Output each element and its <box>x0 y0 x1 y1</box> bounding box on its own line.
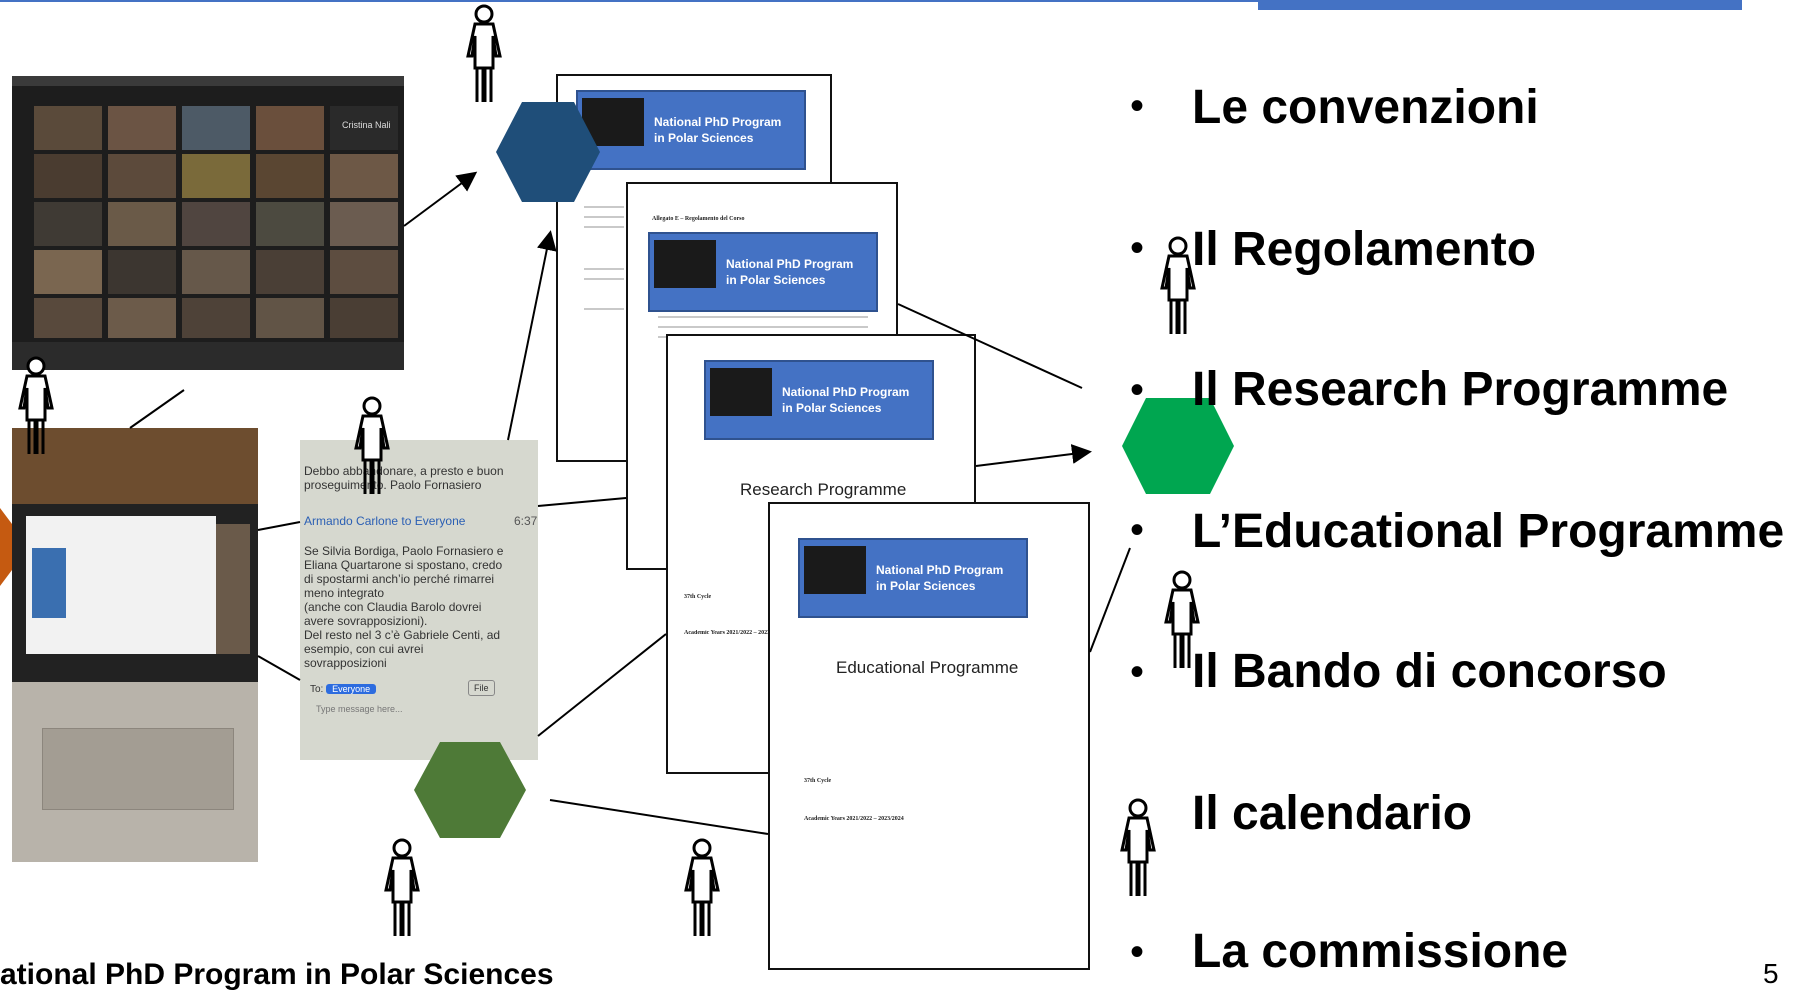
chat-file-button[interactable]: File <box>468 680 495 696</box>
doc4-banner-line2: in Polar Sciences <box>876 579 976 593</box>
doc2-banner-line1: National PhD Program <box>726 257 854 271</box>
chat-message-input[interactable]: Type message here... <box>316 704 403 714</box>
bullet-dot-5: • <box>1130 650 1145 694</box>
bullet-convenzioni: Le convenzioni <box>1192 81 1539 134</box>
doc4-cycle: 37th Cycle <box>804 778 832 784</box>
zoom-name-tile: Cristina Nali <box>342 120 391 130</box>
person-icon-top <box>466 4 502 104</box>
hexagon-orange-partial <box>0 508 12 586</box>
chat-recipient-select[interactable]: Everyone <box>326 684 377 694</box>
document-educational-programme: National PhD Program in Polar Sciences E… <box>768 502 1090 970</box>
bullet-dot-4: • <box>1130 508 1145 552</box>
chat-line-6: avere sovrapposizioni). <box>304 614 428 628</box>
bullet-educational-programme: L’Educational Programme <box>1192 505 1785 558</box>
person-icon-left <box>18 356 54 456</box>
doc3-academic-years: Academic Years 2021/2022 – 2023/2024 <box>684 630 774 636</box>
chat-line-2: Eliana Quartarone si spostano, credo <box>304 558 503 572</box>
chat-message-1: Debbo abbandonare, a presto e buon prose… <box>304 464 504 492</box>
doc1-banner-line2: in Polar Sciences <box>654 131 754 145</box>
top-accent-bar <box>1258 0 1742 10</box>
bullet-regolamento: Il Regolamento <box>1192 223 1537 276</box>
connector-chat-to-doc2 <box>537 497 627 507</box>
doc3-banner-line2: in Polar Sciences <box>782 401 882 415</box>
chat-sender: Armando Carlone <box>304 514 399 528</box>
doc2-logo <box>654 240 716 288</box>
footer-program-title: ational PhD Program in Polar Sciences <box>0 958 554 991</box>
connector-doc4-to-bullets <box>1089 547 1131 653</box>
bullet-calendario: Il calendario <box>1192 787 1473 840</box>
connector-laptop-chat <box>257 521 301 531</box>
chat-to-text: To: <box>310 684 324 695</box>
connector-doc2-to-bullets <box>897 303 1083 389</box>
hexagon-olive <box>414 742 526 838</box>
top-accent-line <box>0 0 1258 2</box>
chat-to-label: to Everyone <box>401 514 466 528</box>
person-icon-mid <box>354 396 390 496</box>
doc4-logo <box>804 546 866 594</box>
hexagon-dark-blue <box>496 102 600 202</box>
doc3-title: Research Programme <box>740 480 907 499</box>
doc1-banner-line1: National PhD Program <box>654 115 782 129</box>
doc3-banner: National PhD Program in Polar Sciences <box>704 360 934 440</box>
connector-doc3-to-bullets <box>975 444 1092 467</box>
connector-green-to-doc4 <box>549 799 769 835</box>
doc4-academic-years: Academic Years 2021/2022 – 2023/2024 <box>804 816 904 822</box>
connector-laptop-chat-2 <box>257 655 301 681</box>
doc3-cycle: 37th Cycle <box>684 594 712 600</box>
chat-line-1: Se Silvia Bordiga, Paolo Fornasiero e <box>304 544 504 558</box>
doc4-banner: National PhD Program in Polar Sciences <box>798 538 1028 618</box>
doc3-logo <box>710 368 772 416</box>
connector-photos <box>129 389 185 429</box>
doc2-banner-line2: in Polar Sciences <box>726 273 826 287</box>
chat-line-8: esempio, con cui avrei <box>304 642 424 656</box>
bullet-dot-1: • <box>1130 84 1145 128</box>
chat-line-5: (anche con Claudia Barolo dovrei <box>304 600 482 614</box>
doc3-banner-line1: National PhD Program <box>782 385 910 399</box>
connector-chat-to-doc3 <box>537 633 667 737</box>
chat-time: 6:37 <box>514 514 538 528</box>
person-icon-bottom-left <box>384 838 420 938</box>
bullet-bando-di-concorso: Il Bando di concorso <box>1192 645 1667 698</box>
laptop-photo <box>12 428 258 862</box>
chat-line-4: meno integrato <box>304 586 385 600</box>
chat-to: To: Everyone <box>310 682 377 697</box>
page-number: 5 <box>1763 958 1779 989</box>
zoom-chat-photo: Debbo abbandonare, a presto e buon prose… <box>300 440 538 760</box>
bullet-dot-3: • <box>1130 368 1145 412</box>
person-icon-bottom-mid <box>684 838 720 938</box>
bullet-dot-2: • <box>1130 226 1145 270</box>
chat-line-9: sovrapposizioni <box>304 656 387 670</box>
bullet-research-programme: Il Research Programme <box>1192 363 1729 416</box>
doc2-heading: Allegato E – Regolamento del Corso <box>652 216 745 222</box>
bullet-commissione: La commissione <box>1192 925 1569 978</box>
person-icon-right-3 <box>1120 798 1156 898</box>
chat-line-7: Del resto nel 3 c’è Gabriele Centi, ad <box>304 628 501 642</box>
doc2-banner: National PhD Program in Polar Sciences <box>648 232 878 312</box>
person-icon-right-1 <box>1160 236 1196 336</box>
chat-sender-line: Armando Carlone to Everyone 6:37 <box>304 514 538 528</box>
doc4-banner-line1: National PhD Program <box>876 563 1004 577</box>
zoom-meeting-photo: Cristina Nali <box>12 76 404 370</box>
chat-line-3: di spostarmi anch’io perché rimarrei <box>304 572 495 586</box>
bullet-dot-7: • <box>1130 930 1145 974</box>
hexagon-green <box>1122 398 1234 494</box>
connector-chat-to-doc1 <box>507 230 557 441</box>
connector-zoom-to-doc1 <box>403 171 478 227</box>
doc4-title: Educational Programme <box>836 658 1019 677</box>
